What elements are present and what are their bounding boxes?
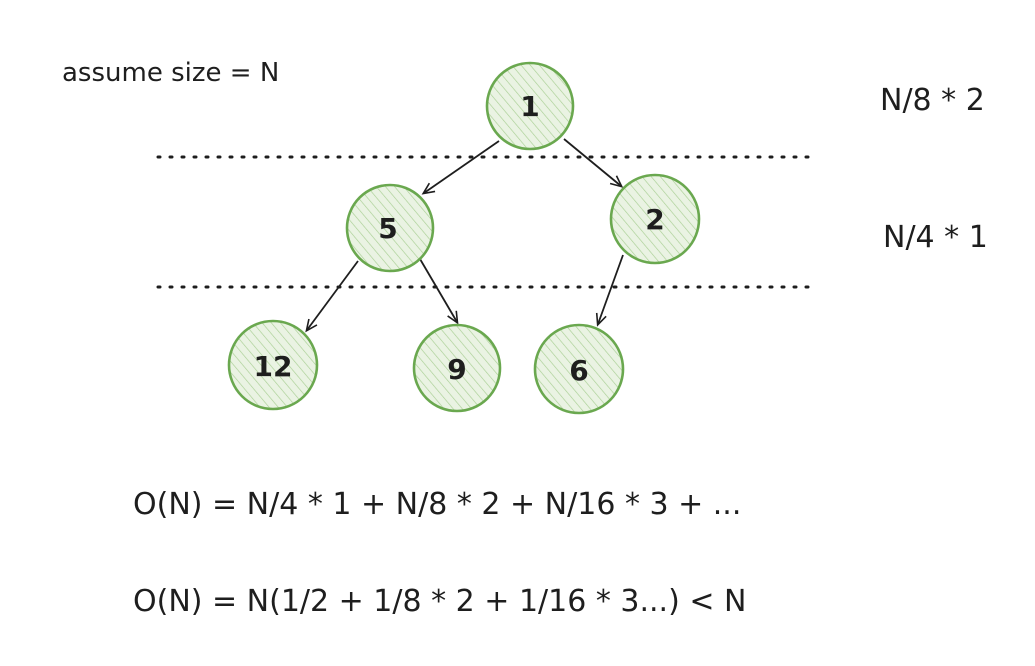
assumption-text: assume size = N (62, 58, 279, 88)
tree-node-root: 1 (485, 61, 575, 151)
edge-right-rightleft (595, 254, 624, 327)
edge-root-left (421, 140, 500, 195)
tree-edges (305, 138, 624, 333)
tree-node-left-left: 12 (227, 319, 319, 411)
edge-left-leftright (419, 258, 459, 325)
equation-line-1: O(N) = N/4 * 1 + N/8 * 2 + N/16 * 3 + ..… (133, 487, 741, 522)
edge-left-leftleft (305, 260, 359, 333)
node-label-left-right: 9 (447, 353, 466, 386)
node-label-right: 2 (645, 203, 664, 236)
node-label-left: 5 (378, 212, 397, 245)
node-label-right-left: 6 (569, 354, 588, 387)
equation-line-2: O(N) = N(1/2 + 1/8 * 2 + 1/16 * 3...) < … (133, 584, 746, 619)
tree-node-left: 5 (345, 183, 435, 273)
tree-node-right-left: 6 (533, 323, 625, 415)
node-label-root: 1 (520, 90, 539, 123)
tree-node-right: 2 (609, 173, 701, 265)
level-cost-top: N/8 * 2 (880, 83, 985, 118)
node-label-left-left: 12 (254, 350, 293, 383)
level-cost-middle: N/4 * 1 (883, 220, 988, 255)
edge-root-right (563, 138, 624, 188)
tree-node-left-right: 9 (412, 323, 502, 413)
